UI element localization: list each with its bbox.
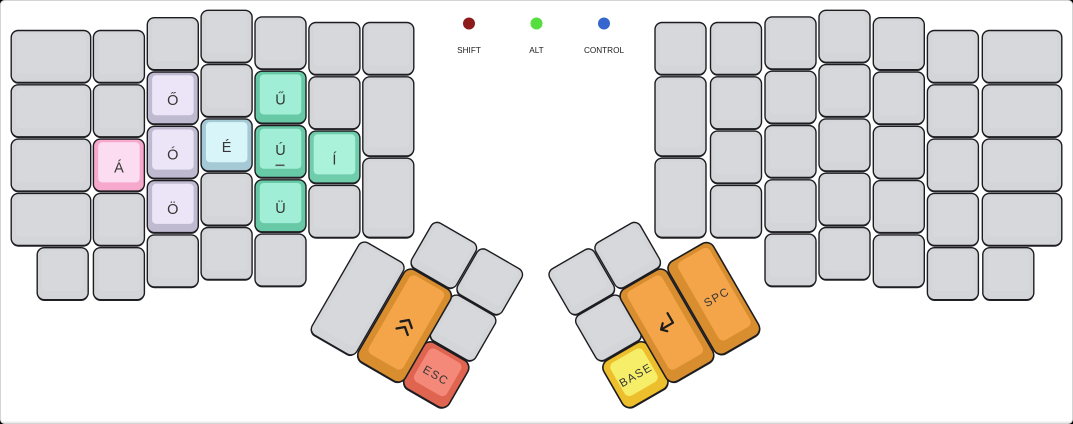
svg-text:Ő: Ő: [167, 92, 178, 109]
svg-text:CONTROL: CONTROL: [584, 46, 624, 55]
svg-text:Ö: Ö: [167, 200, 178, 218]
svg-text:Ú: Ú: [275, 142, 285, 159]
svg-text:Á: Á: [114, 159, 124, 176]
svg-text:Ü: Ü: [275, 199, 285, 217]
svg-text:É: É: [222, 139, 232, 156]
svg-text:Ó: Ó: [167, 147, 178, 164]
svg-text:ALT: ALT: [529, 46, 543, 55]
svg-text:Í: Í: [332, 151, 336, 168]
svg-text:SHIFT: SHIFT: [457, 46, 481, 55]
svg-text:Ű: Ű: [275, 91, 285, 108]
